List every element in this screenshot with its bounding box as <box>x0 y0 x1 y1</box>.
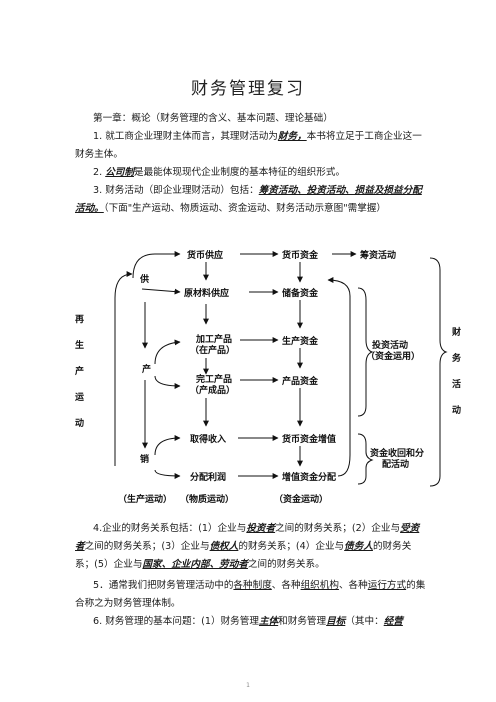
item5-text-1: 5．通常我们把财务管理活动中的 <box>93 580 234 591</box>
raw-material-supply-label: 原材料供应 <box>184 287 229 299</box>
reproduction-char-5: 动 <box>75 418 84 429</box>
item2-emphasis: 公司制 <box>105 167 134 178</box>
reproduction-loop-arrow <box>114 271 133 466</box>
financial-activity-char-2: 务 <box>452 352 462 364</box>
item5-underline-1: 各种制度 <box>233 580 272 591</box>
paragraph-item-1: 1. 就工商企业理财主体而言，其理财活动为财务，本书将立足于工商企业这一财务主体… <box>75 128 427 164</box>
chapter-heading: 第一章：概论（财务管理的含义、基本问题、理论基础） <box>93 113 333 124</box>
paragraph-item-4: 4.企业的财务关系包括：(1）企业与投资者之间的财务关系；(2）企业与受资者之间… <box>75 520 427 574</box>
financial-activity-char-3: 活 <box>452 378 461 390</box>
paragraph-item-6: 6. 财务管理的基本问题：(1）财务管理主体和财务管理目标（其中：经营 <box>75 613 427 631</box>
item4-emphasis-1: 投资者 <box>246 523 276 534</box>
paragraph-item-3: 3. 财务活动（即企业理财活动）包括：筹资活动、投资活动、损益及损益分配活动。（… <box>75 182 427 218</box>
financial-activity-char-1: 财 <box>451 326 461 338</box>
item4-text-3: 之间的财务关系；(3）企业与 <box>84 541 210 552</box>
sales-to-income-arrow <box>154 435 181 456</box>
item4-emphasis-4: 债务人 <box>344 541 373 552</box>
supply-to-currency-arrow <box>132 251 181 279</box>
paragraph-item-2: 2. 公司制是最能体现现代企业制度的基本特征的组织形式。 <box>75 164 427 182</box>
item1-emphasis: 财务， <box>277 131 307 142</box>
finished-product-sub-label: （产成品） <box>190 384 235 396</box>
item4-text-6: 之间的财务关系。 <box>247 559 325 570</box>
financial-activity-char-4: 动 <box>452 405 461 416</box>
item3-text: 3. 财务活动（即企业理财活动）包括： <box>93 185 259 196</box>
reproduction-char-4: 运 <box>75 392 85 403</box>
production-label: 产 <box>142 363 151 375</box>
page-number: 1 <box>246 682 250 689</box>
page-title: 财务管理复习 <box>191 79 305 99</box>
return-loop-arrow <box>327 277 351 477</box>
obtain-income-label: 取得收入 <box>190 433 226 445</box>
item5-text-3: 、各种 <box>338 580 368 591</box>
item4-text-2: 之间的财务关系；(2）企业与 <box>275 523 401 534</box>
product-capital-label: 产品资金 <box>282 375 319 387</box>
production-capital-label: 生产资金 <box>282 335 319 347</box>
investment-brace <box>357 287 374 417</box>
item6-emphasis-1: 主体 <box>258 616 279 627</box>
item4-emphasis-5: 国家、企业内部、劳动者 <box>142 559 248 570</box>
item2-text-end: 是最能体现现代企业制度的基本特征的组织形式。 <box>133 167 346 178</box>
processing-product-label: 加工产品 <box>195 333 232 345</box>
financing-activity-label: 筹资活动 <box>360 249 396 261</box>
investment-activity-sub-label: （资金运用） <box>366 350 420 362</box>
processing-product-sub-label: （在产品） <box>190 344 235 356</box>
recovery-label: 资金收回和分 <box>370 447 424 459</box>
item4-text-5: 的财务关系；(5）企业与 <box>75 541 412 570</box>
item6-emphasis-2: 目标 <box>326 616 346 627</box>
reserve-capital-label: 储备资金 <box>282 287 319 299</box>
item6-text-3: （其中： <box>345 616 384 627</box>
currency-capital-increase-label: 货币资金增值 <box>282 433 336 445</box>
supply-to-raw-material-arrow <box>141 288 181 295</box>
profit-distribution-label: 分配利润 <box>190 471 226 483</box>
increment-distribution-label: 增值资金分配 <box>282 471 336 483</box>
reproduction-char-3: 产 <box>75 365 84 377</box>
paragraph-item-5: 5．通常我们把财务管理活动中的各种制度、各种组织机构、各种运行方式的集合称之为财… <box>75 577 427 613</box>
recovery-brace <box>357 433 374 485</box>
sales-to-profit-arrow <box>154 469 181 479</box>
financial-activity-diagram: 货币供应 货币资金 筹资活动 供 原材料供应 储备资金 再 生 产 运 动 加工… <box>75 249 462 505</box>
item5-underline-2: 组织机构 <box>300 580 339 591</box>
currency-supply-label: 货币供应 <box>187 249 223 261</box>
item6-text-1: 6. 财务管理的基本问题：(1）财务管理 <box>93 616 259 627</box>
supply-label: 供 <box>139 273 149 285</box>
item1-text-end: 本书将立足于工商企业这一财务主体。 <box>75 131 422 160</box>
item6-emphasis-3: 经营 <box>383 616 403 627</box>
item5-text-2: 、各种 <box>271 580 301 591</box>
item4-emphasis-2: 受资者 <box>75 523 420 552</box>
item1-text: 1. 就工商企业理财主体而言，其理财活动为 <box>93 131 278 142</box>
sales-label: 销 <box>140 453 149 465</box>
item2-text: 2. <box>93 167 106 178</box>
item3-emphasis: 筹资活动、投资活动、损益及损益分配活动。 <box>75 185 422 214</box>
caption-material: （物质运动） <box>180 493 234 505</box>
currency-capital-label: 货币资金 <box>282 249 319 261</box>
item3-text-end: （下面"生产运动、物质运动、资金运动、财务活动示意图"需掌握） <box>103 203 387 214</box>
caption-capital: （资金运动） <box>274 493 328 505</box>
item5-text-4: 的集合称之为财务管理体制。 <box>75 580 426 609</box>
reproduction-char-1: 再 <box>75 314 84 325</box>
item5-underline-3: 运行方式 <box>367 580 407 591</box>
production-to-processing-arrow <box>154 339 181 365</box>
item4-text-4: 的财务关系；(4）企业与 <box>238 541 345 552</box>
item4-emphasis-3: 债权人 <box>209 541 239 552</box>
reproduction-char-2: 生 <box>75 339 84 351</box>
production-to-finished-arrow <box>154 375 181 389</box>
recovery-sub-label: 配活动 <box>382 458 409 470</box>
finished-product-label: 完工产品 <box>196 373 232 385</box>
item4-text-1: 4.企业的财务关系包括：(1）企业与 <box>93 523 247 534</box>
item6-text-2: 和财务管理 <box>278 616 327 627</box>
investment-activity-label: 投资活动 <box>372 339 408 351</box>
financial-activity-brace <box>429 257 448 487</box>
caption-production: （生产运动） <box>118 493 172 505</box>
